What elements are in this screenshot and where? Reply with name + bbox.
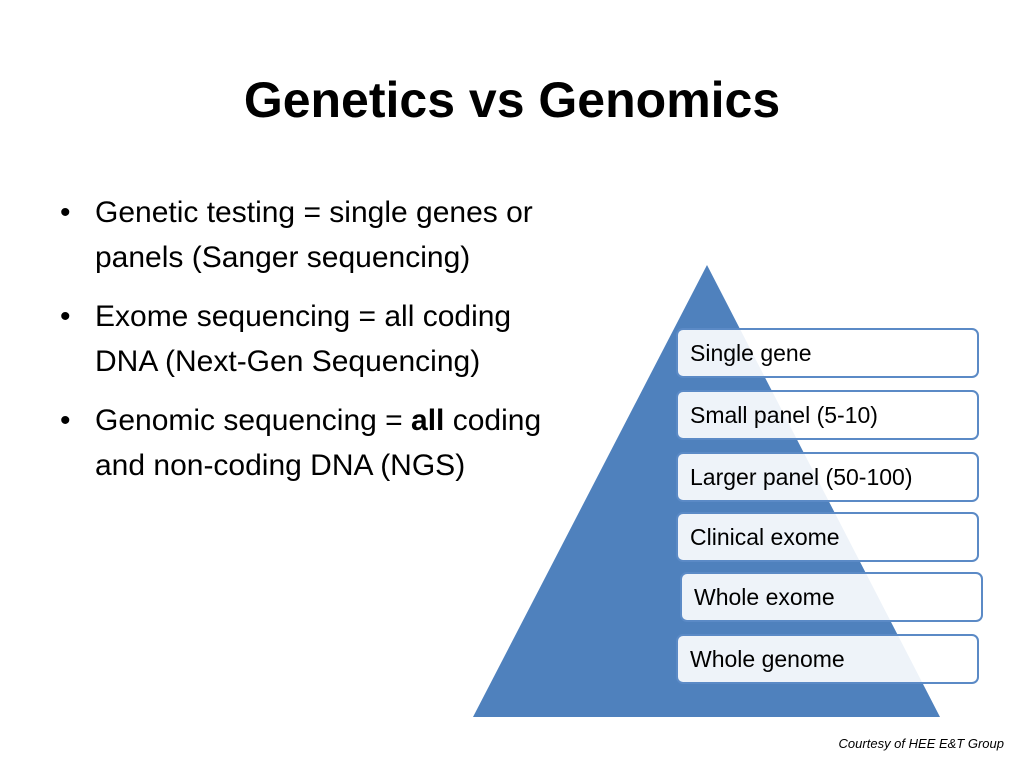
bullet-dot-icon: • — [60, 404, 71, 437]
bullet-item: • Genomic sequencing = all coding and no… — [60, 398, 570, 488]
bullet-dot-icon: • — [60, 196, 71, 229]
bullet-text-bold: all — [411, 404, 445, 437]
bullet-item: • Genetic testing = single genes or pane… — [60, 190, 570, 280]
credit-text: Courtesy of HEE E&T Group — [838, 736, 1004, 751]
bullet-item: • Exome sequencing = all coding DNA (Nex… — [60, 294, 570, 384]
pyramid-level-clinical-exome: Clinical exome — [676, 512, 979, 562]
bullet-text-pre: Genomic sequencing = — [95, 404, 412, 437]
slide-title: Genetics vs Genomics — [243, 72, 781, 128]
pyramid-level-whole-genome: Whole genome — [676, 634, 979, 684]
pyramid-level-small-panel: Small panel (5-10) — [676, 390, 979, 440]
pyramid-level-single-gene: Single gene — [676, 328, 979, 378]
bullet-dot-icon: • — [60, 300, 71, 333]
bullet-text: Exome sequencing = all coding DNA (Next-… — [95, 300, 512, 378]
pyramid-level-larger-panel: Larger panel (50-100) — [676, 452, 979, 502]
bullet-text: Genetic testing = single genes or panels… — [95, 196, 533, 274]
bullet-list: • Genetic testing = single genes or pane… — [60, 190, 570, 502]
pyramid-level-whole-exome: Whole exome — [680, 572, 983, 622]
bullet-text-post: coding and non-coding DNA (NGS) — [95, 404, 542, 482]
